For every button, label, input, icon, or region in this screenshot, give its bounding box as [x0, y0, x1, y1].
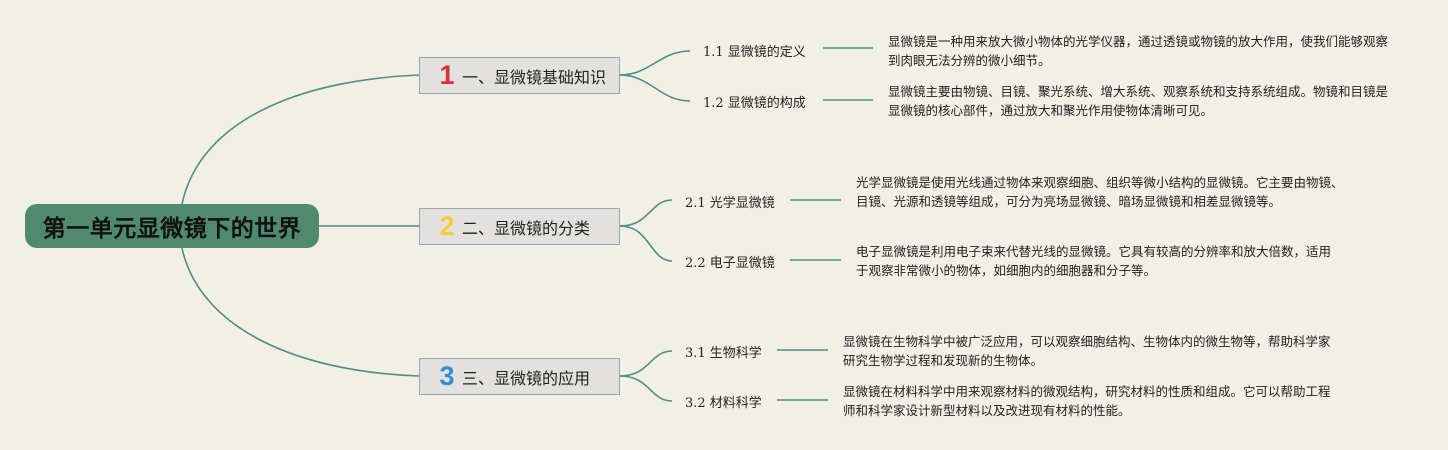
leaf-1-1[interactable]: 1.1 显微镜的定义 [703, 45, 806, 60]
leaf-2-2[interactable]: 2.2 电子显微镜 [685, 256, 775, 271]
desc-1-2: 显微镜主要由物镜、目镜、聚光系统、增大系统、观察系统和支持系统组成。物镜和目镜是… [888, 84, 1389, 118]
connector-root-branch1 [181, 74, 420, 205]
desc-3-1: 显微镜在生物科学中被广泛应用，可以观察细胞结构、生物体内的微生物等，帮助科学家研… [843, 334, 1331, 368]
connector-branch3-leaf2 [619, 375, 673, 402]
leaf-2-1[interactable]: 2.1 光学显微镜 [685, 196, 775, 211]
leaf-1-2[interactable]: 1.2 显微镜的构成 [703, 96, 806, 111]
connector-branch2-leaf2 [619, 225, 673, 262]
leaf-3-2[interactable]: 3.2 材料科学 [685, 396, 762, 411]
desc-2-1: 光学显微镜是使用光线通过物体来观察细胞、组织等微小结构的显微镜。它主要由物镜、目… [856, 175, 1344, 209]
branch-1-number: 1 [439, 60, 455, 90]
connector-branch2-leaf1 [619, 199, 673, 227]
branch-1-label: 一、显微镜基础知识 [462, 67, 607, 87]
branch-2[interactable]: 2 二、显微镜的分类 [419, 208, 620, 245]
connector-branch1-leaf1 [619, 50, 691, 76]
connector-root-branch3 [181, 247, 420, 377]
desc-2-2: 电子显微镜是利用电子束来代替光线的显微镜。它具有较高的分辨率和放大倍数，适用于观… [856, 244, 1332, 278]
branch-3-number: 3 [439, 361, 455, 391]
connector-branch3-leaf1 [619, 350, 673, 377]
branch-2-number: 2 [439, 211, 455, 241]
branch-2-label: 二、显微镜的分类 [462, 218, 591, 238]
root-title: 第一单元显微镜下的世界 [42, 216, 302, 242]
branch-1[interactable]: 1 一、显微镜基础知识 [419, 57, 620, 94]
leaf-3-1[interactable]: 3.1 生物科学 [685, 346, 762, 361]
desc-3-2: 显微镜在材料科学中用来观察材料的微观结构，研究材料的性质和组成。它可以帮助工程师… [843, 384, 1331, 418]
connector-branch1-leaf2 [619, 74, 691, 102]
desc-1-1: 显微镜是一种用来放大微小物体的光学仪器，通过透镜或物镜的放大作用，使我们能够观察… [888, 34, 1389, 68]
branch-3-label: 三、显微镜的应用 [462, 368, 591, 388]
root-topic[interactable]: 第一单元显微镜下的世界 [25, 204, 319, 248]
branch-3[interactable]: 3 三、显微镜的应用 [419, 358, 620, 395]
